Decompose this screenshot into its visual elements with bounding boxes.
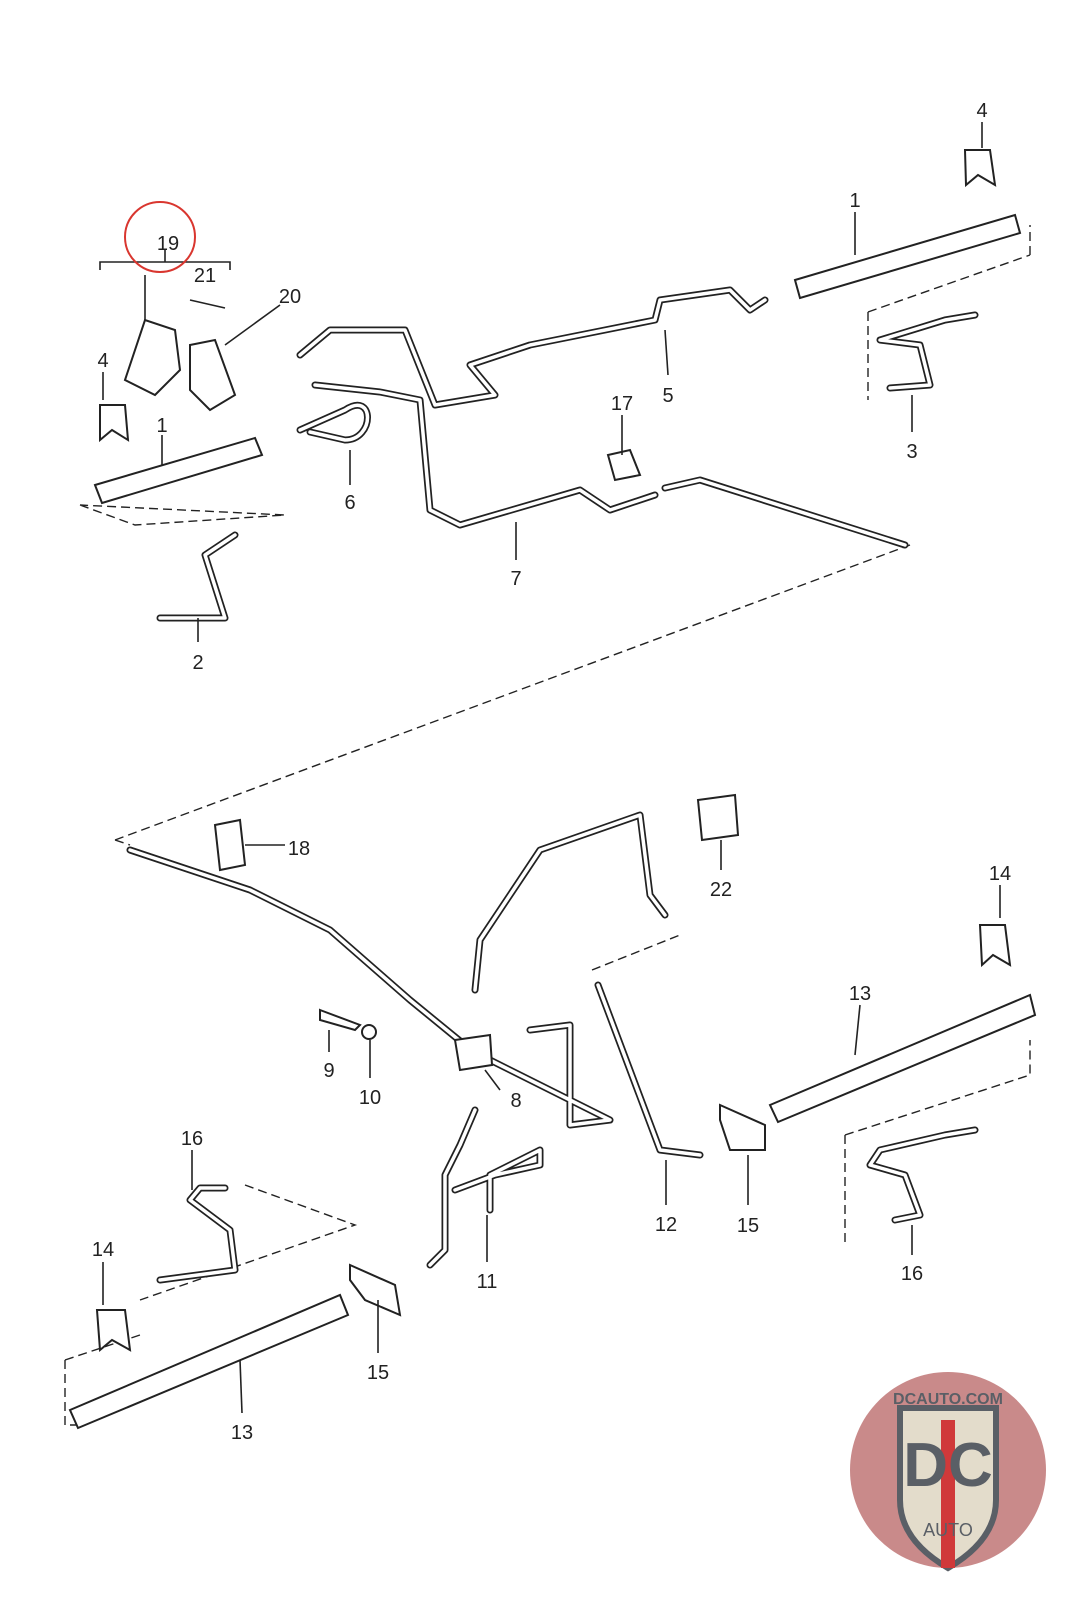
callout-20: 20 [279, 286, 301, 308]
brake-hoses [68, 213, 1037, 1430]
callout-11: 11 [477, 1271, 498, 1293]
clip-14-left [95, 1309, 132, 1353]
washer-10 [361, 1024, 377, 1040]
callout-10: 10 [359, 1087, 381, 1109]
callout-1: 1 [156, 415, 167, 437]
callout-2: 2 [192, 652, 203, 674]
logo-text-top: DCAUTO.COM [893, 1391, 1003, 1408]
leader-lines [102, 122, 1001, 1414]
callout-7: 7 [510, 568, 521, 590]
dcauto-logo: DCAUTO.COM DC AUTO [850, 1372, 1046, 1572]
callout-19: 19 [157, 233, 179, 255]
callout-21: 21 [194, 265, 216, 287]
callout-16-left: 16 [181, 1128, 203, 1150]
callout-15-left: 15 [367, 1362, 389, 1384]
bolt-9 [319, 1008, 362, 1032]
clip-14-right [978, 924, 1012, 968]
callout-16-right: 16 [901, 1263, 923, 1285]
callout-13-left: 13 [231, 1422, 253, 1444]
bracket-15-left [349, 1263, 402, 1317]
callout-4-right: 4 [976, 100, 987, 122]
logo-text-main: DC [903, 1431, 993, 1500]
callout-labels: 19 21 20 4 1 6 2 7 5 17 3 1 4 18 22 14 1… [92, 100, 1011, 1444]
callout-14-right: 14 [989, 863, 1011, 885]
callout-17: 17 [611, 393, 633, 415]
gasket-20 [189, 338, 237, 412]
callout-4: 4 [97, 350, 108, 372]
callout-9: 9 [323, 1060, 334, 1082]
callout-6: 6 [344, 492, 355, 514]
callout-14-left: 14 [92, 1239, 114, 1261]
callout-15-right: 15 [737, 1215, 759, 1237]
small-parts [95, 149, 1012, 1353]
callout-22: 22 [710, 879, 732, 901]
clip-4-right [963, 149, 997, 188]
holder-17 [606, 448, 642, 482]
brake-pressure-part-19 [123, 318, 182, 397]
callout-8: 8 [510, 1090, 521, 1112]
callout-1-right: 1 [849, 190, 860, 212]
callout-3: 3 [906, 441, 917, 463]
logo-text-sub: AUTO [923, 1520, 973, 1540]
holder-18 [213, 818, 247, 872]
highlight-circle [124, 201, 196, 273]
brake-pipes [126, 286, 979, 1284]
callout-12: 12 [655, 1214, 677, 1236]
distributor-8 [453, 1033, 494, 1072]
callout-13-right: 13 [849, 983, 871, 1005]
clip-4-left [99, 404, 130, 443]
bracket-15-right [719, 1103, 766, 1151]
callout-18: 18 [288, 838, 310, 860]
callout-5: 5 [662, 385, 673, 407]
holder-22 [696, 793, 740, 842]
